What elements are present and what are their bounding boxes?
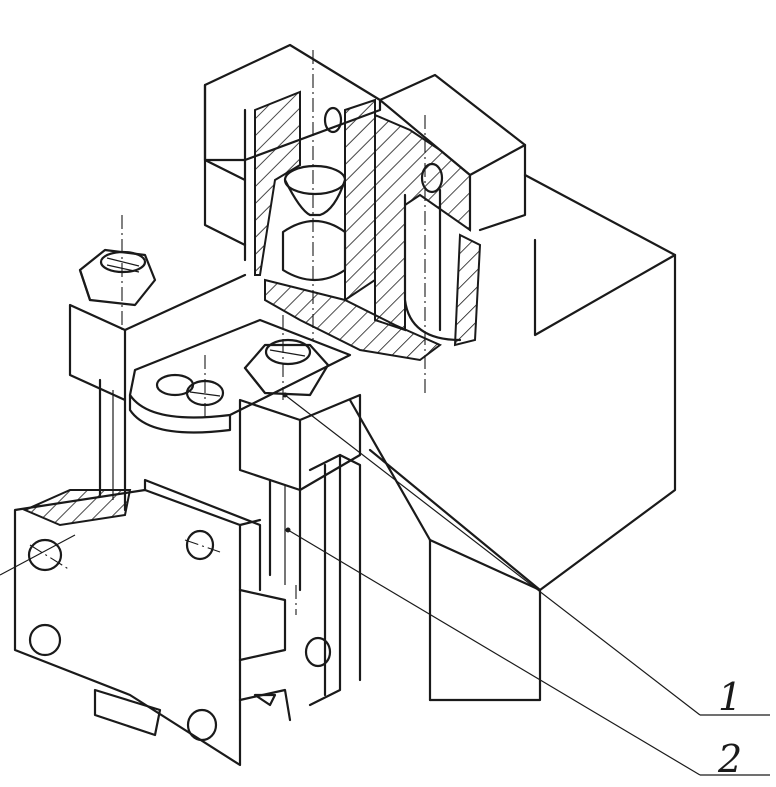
center-lines (29, 50, 426, 615)
clamp-strap (128, 318, 352, 434)
section-cutaway (254, 90, 482, 362)
callout-2-label: 2 (717, 737, 742, 781)
guide-rail (308, 453, 362, 707)
left-bolt-assembly (68, 248, 247, 512)
front-plate (0, 478, 332, 767)
inner-pin (281, 106, 462, 342)
right-bolt-assembly (238, 338, 362, 592)
leader-lines (282, 392, 770, 776)
callout-1-label: 1 (718, 675, 742, 719)
housing-body (203, 43, 677, 702)
